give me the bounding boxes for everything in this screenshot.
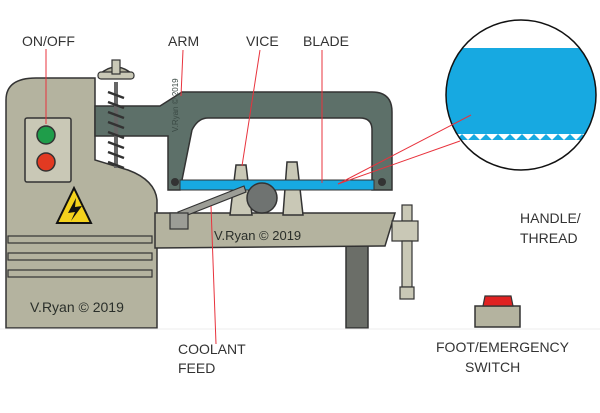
saw-blade <box>179 179 375 191</box>
leader-lines <box>45 49 472 345</box>
label-blade: BLADE <box>303 33 349 49</box>
handle-thread[interactable] <box>97 59 135 170</box>
arm-pivot-right <box>378 178 386 186</box>
high-voltage-warning-icon <box>55 185 93 224</box>
table-watermark: V.Ryan © 2019 <box>214 228 301 243</box>
right-handle[interactable] <box>391 204 419 300</box>
base-watermark: V.Ryan © 2019 <box>30 299 124 315</box>
arm-watermark: V.Ryan © 2019 <box>171 78 180 132</box>
label-handle: HANDLE/ <box>520 210 581 226</box>
label-vice: VICE <box>246 33 279 49</box>
arm-pivot-left <box>171 178 179 186</box>
work-table <box>154 212 397 249</box>
label-thread: THREAD <box>520 230 578 246</box>
off-button[interactable] <box>36 152 56 172</box>
foot-emergency-switch[interactable] <box>474 295 521 328</box>
saw-arm[interactable] <box>94 91 393 191</box>
workpiece <box>246 182 278 214</box>
label-switch: SWITCH <box>465 359 520 375</box>
label-on-off: ON/OFF <box>22 33 75 49</box>
base-vents <box>7 235 153 278</box>
label-coolant: COOLANT <box>178 341 246 357</box>
label-arm: ARM <box>168 33 199 49</box>
blade-zoom-detail <box>445 19 597 171</box>
coolant-feed[interactable] <box>169 185 247 230</box>
table-leg <box>345 243 369 329</box>
label-feed: FEED <box>178 360 215 376</box>
on-button[interactable] <box>36 125 56 145</box>
label-foot-emergency: FOOT/EMERGENCY <box>436 339 570 355</box>
